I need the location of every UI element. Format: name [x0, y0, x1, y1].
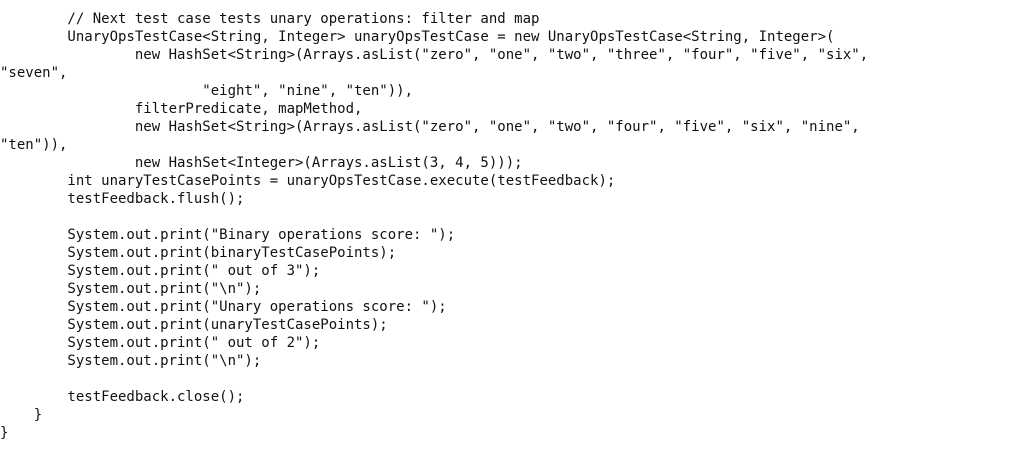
code-line-3: new HashSet<String>(Arrays.asList("zero"…: [0, 47, 869, 63]
code-line-6: filterPredicate, mapMethod,: [0, 101, 363, 117]
code-line-14: System.out.print(binaryTestCasePoints);: [0, 245, 397, 261]
code-line-18: System.out.print(unaryTestCasePoints);: [0, 317, 388, 333]
code-line-22: testFeedback.close();: [0, 389, 245, 405]
code-line-16: System.out.print("\n");: [0, 281, 262, 297]
code-line-9: new HashSet<Integer>(Arrays.asList(3, 4,…: [0, 155, 523, 171]
code-line-19: System.out.print(" out of 2");: [0, 335, 321, 351]
code-line-24: }: [0, 425, 9, 441]
code-line-13: System.out.print("Binary operations scor…: [0, 227, 456, 243]
code-line-11: testFeedback.flush();: [0, 191, 245, 207]
code-line-21: [0, 370, 1024, 388]
code-line-17: System.out.print("Unary operations score…: [0, 299, 447, 315]
code-line-2: UnaryOpsTestCase<String, Integer> unaryO…: [0, 29, 835, 45]
code-line-20: System.out.print("\n");: [0, 353, 262, 369]
code-line-23: }: [0, 407, 43, 423]
code-line-1: // Next test case tests unary operations…: [0, 11, 540, 27]
code-line-15: System.out.print(" out of 3");: [0, 263, 321, 279]
code-block: // Next test case tests unary operations…: [0, 10, 1024, 442]
code-line-5: "eight", "nine", "ten")),: [0, 83, 414, 99]
code-line-10: int unaryTestCasePoints = unaryOpsTestCa…: [0, 173, 616, 189]
code-line-7: new HashSet<String>(Arrays.asList("zero"…: [0, 119, 860, 135]
code-line-4: "seven",: [0, 65, 68, 81]
code-line-8: "ten")),: [0, 137, 68, 153]
code-line-12: [0, 208, 1024, 226]
